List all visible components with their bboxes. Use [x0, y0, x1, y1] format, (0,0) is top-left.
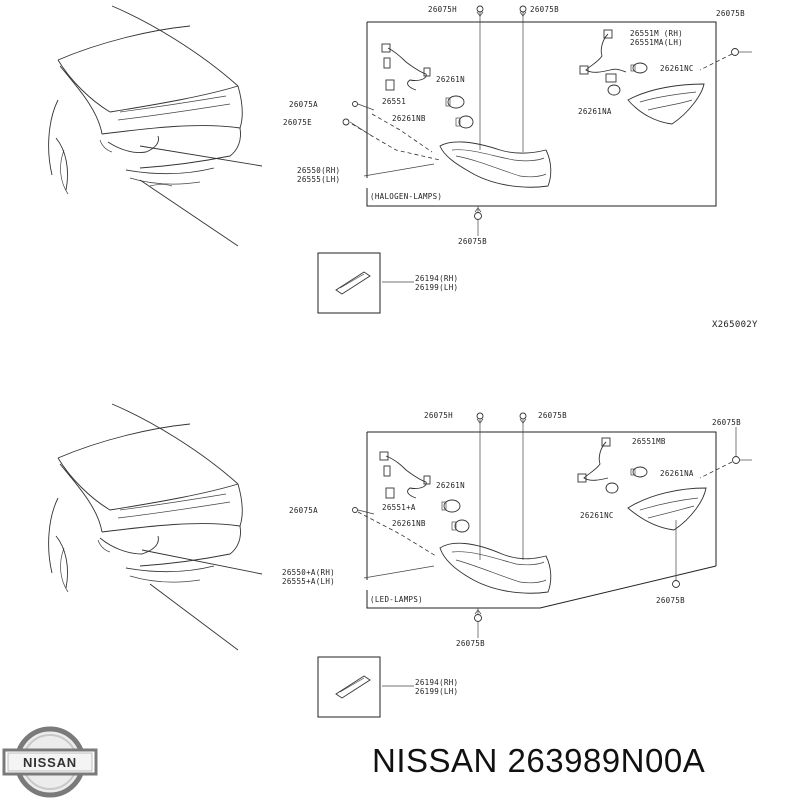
label-26261NC: 26261NC [660, 64, 694, 73]
bulb-icon [607, 84, 621, 96]
label-26199: 26199(LH) [415, 283, 458, 292]
label-26551MB: 26551MB [632, 437, 666, 446]
bulb-icon [445, 95, 465, 109]
wire-harness-left [387, 47, 427, 91]
bulb-icon [630, 466, 648, 478]
label-26550: 26550(RH) [297, 166, 340, 175]
label-26555: 26555(LH) [297, 175, 340, 184]
label-26199: 26199(LH) [415, 687, 458, 696]
label-26075B: 26075B [458, 237, 487, 246]
label-26075H: 26075H [428, 5, 457, 14]
fastener-icon [342, 118, 350, 126]
label-26551MA: 26551MA(LH) [630, 38, 683, 47]
label-26261NA: 26261NA [578, 107, 612, 116]
bottom-diagram: 26075H 26075B 26075B 26551MB 26261NA 262… [48, 403, 752, 718]
label-26194: 26194(RH) [415, 274, 458, 283]
wire-harness-right [583, 441, 609, 481]
label-26551A: 26551+A [382, 503, 416, 512]
fastener-icon [352, 101, 358, 107]
tail-lamp [439, 141, 552, 188]
label-26261NC: 26261NC [580, 511, 614, 520]
bulb-icon [630, 62, 648, 74]
label-26075A: 26075A [289, 100, 318, 109]
fastener-icon [672, 580, 680, 588]
label-26261N: 26261N [436, 75, 465, 84]
label-26075B: 26075B [716, 9, 745, 18]
led-box-label: (LED-LAMPS) [370, 595, 423, 604]
fastener-icon [476, 412, 484, 424]
bulb-icon [455, 115, 474, 129]
tail-lamp [439, 542, 552, 594]
nissan-logo: NISSAN [2, 726, 98, 798]
bulb-icon [451, 519, 470, 533]
bulb-icon [605, 482, 619, 494]
label-26261N: 26261N [436, 481, 465, 490]
label-26075B: 26075B [538, 411, 567, 420]
label-26075B: 26075B [656, 596, 685, 605]
label-26550A: 26550+A(RH) [282, 568, 335, 577]
product-title: NISSAN 263989N00A [372, 742, 706, 779]
label-26075B: 26075B [456, 639, 485, 648]
label-26194: 26194(RH) [415, 678, 458, 687]
reflector-icon [335, 271, 371, 295]
halogen-box-border [366, 21, 717, 207]
label-26075E: 26075E [283, 118, 312, 127]
label-26075H: 26075H [424, 411, 453, 420]
diagram-code: X265002Y [712, 320, 758, 330]
label-26075B: 26075B [712, 418, 741, 427]
label-26075A: 26075A [289, 506, 318, 515]
car-rear-sketch-bottom [48, 403, 263, 651]
label-26261NB: 26261NB [392, 114, 426, 123]
fastener-icon [519, 412, 527, 424]
label-26261NA: 26261NA [660, 469, 694, 478]
label-26261NB: 26261NB [392, 519, 426, 528]
label-26555A: 26555+A(LH) [282, 577, 335, 586]
label-26551M: 26551M (RH) [630, 29, 683, 38]
led-box-border [366, 431, 717, 609]
car-rear-sketch-top [48, 5, 263, 247]
wire-harness-right [585, 33, 627, 73]
label-26075B: 26075B [530, 5, 559, 14]
halogen-box-label: (HALOGEN-LAMPS) [370, 192, 442, 201]
reflector-box [317, 656, 381, 718]
wire-harness-left [385, 455, 427, 499]
nissan-logo-text: NISSAN [23, 755, 77, 770]
fastener-icon [731, 48, 739, 56]
label-26551: 26551 [382, 97, 406, 106]
outer-lamp-right [627, 487, 707, 531]
reflector-icon [335, 675, 371, 699]
bulb-icon [441, 499, 461, 513]
top-diagram: 26075H 26075B 26075B 26551M (RH) 26551MA… [48, 5, 758, 330]
outer-lamp-right [627, 83, 705, 125]
reflector-box [317, 252, 381, 314]
fastener-icon [732, 456, 740, 464]
fastener-icon [352, 507, 358, 513]
fastener-icon [519, 5, 527, 17]
fastener-icon [476, 5, 484, 17]
